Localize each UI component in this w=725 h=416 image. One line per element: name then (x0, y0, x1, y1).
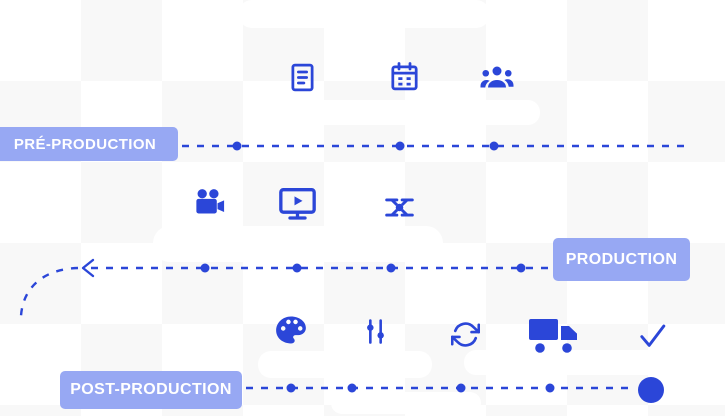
step-dot (545, 383, 555, 393)
calendar-icon (388, 60, 421, 93)
drone-icon (382, 190, 417, 225)
team-icon (478, 59, 516, 95)
phase-badge-label: PRÉ-PRODUCTION (13, 135, 157, 153)
end-dot (638, 377, 664, 403)
checkmark-icon (636, 320, 669, 352)
audio-mixer-icon (360, 316, 391, 347)
phase-badge-label: POST-PRODUCTION (70, 381, 232, 398)
phase-badge-pre-production: PRÉ-PRODUCTION (0, 127, 178, 161)
redacted-footer-blob (331, 392, 481, 414)
step-dot (286, 383, 296, 393)
redacted-row2-labels-blob (153, 226, 443, 262)
step-dot (386, 263, 396, 273)
step-dot (232, 141, 242, 151)
delivery-truck-icon (528, 317, 580, 355)
step-dot (395, 141, 405, 151)
step-dot (200, 263, 210, 273)
arrow-left-icon (81, 258, 95, 278)
redacted-row3-labels-blob-left (258, 351, 432, 378)
redacted-title-blob (238, 0, 490, 28)
color-grading-icon (274, 313, 308, 347)
phase-badge-post-production: POST-PRODUCTION (60, 371, 242, 409)
redacted-row1-labels-blob (288, 100, 540, 125)
step-dot (489, 141, 499, 151)
film-camera-icon (191, 185, 228, 220)
script-icon (286, 61, 319, 94)
step-dot (516, 263, 526, 273)
phase-badge-production: PRODUCTION (553, 238, 690, 281)
connector-left-curve (19, 266, 79, 317)
phase-badge-label: PRODUCTION (565, 250, 678, 268)
step-dot (292, 263, 302, 273)
sync-icon (451, 320, 480, 349)
monitor-icon (276, 183, 319, 223)
redacted-row3-labels-blob-right (464, 350, 698, 375)
